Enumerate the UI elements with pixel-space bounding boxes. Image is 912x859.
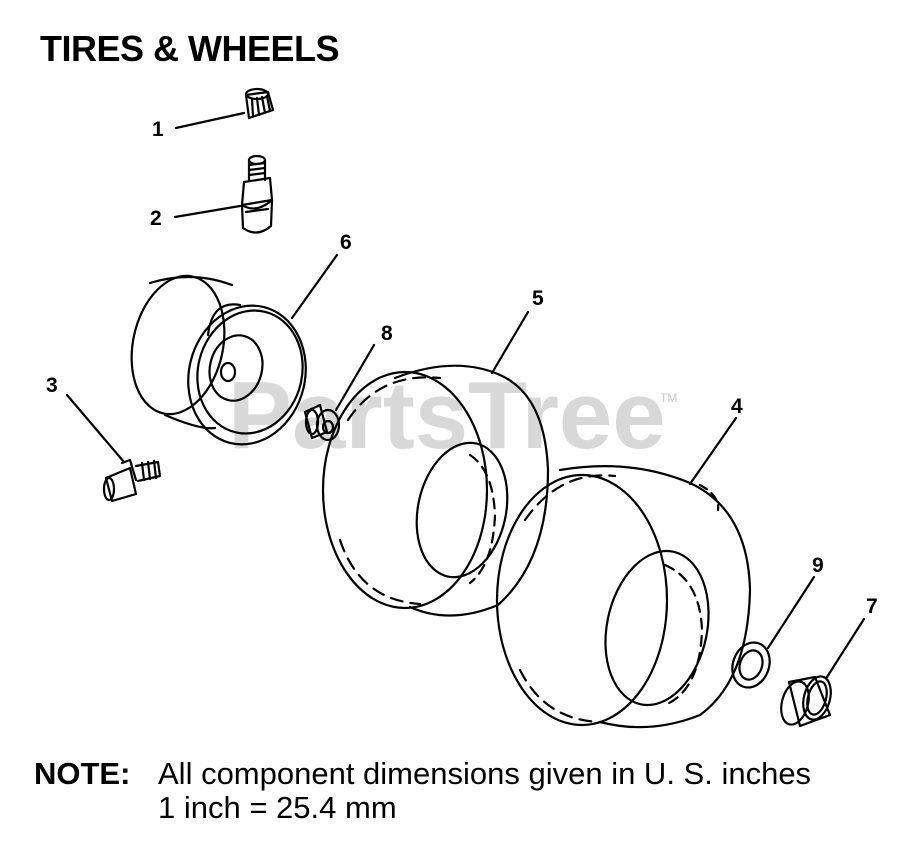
leader-3 — [65, 393, 126, 464]
callout-1: 1 — [152, 118, 164, 141]
callout-6: 6 — [340, 231, 352, 254]
leader-6 — [290, 253, 339, 320]
part-4-tire[interactable] — [495, 465, 752, 729]
note-label: NOTE: — [34, 756, 131, 791]
part-2-valve-stem[interactable] — [240, 154, 274, 234]
part-1-valve-cap[interactable] — [244, 87, 275, 120]
leader-8 — [334, 343, 376, 412]
callout-2: 2 — [150, 207, 162, 230]
part-5-tire[interactable] — [321, 364, 550, 617]
part-8-bushing[interactable] — [303, 403, 341, 442]
part-7-hub-cap[interactable] — [777, 673, 836, 728]
note-text-line-2: 1 inch = 25.4 mm — [158, 790, 397, 825]
callout-3: 3 — [46, 374, 58, 397]
diagram-title: TIRES & WHEELS — [40, 28, 340, 69]
leader-2 — [173, 204, 242, 219]
watermark-tm: TM — [660, 391, 677, 405]
leader-1 — [174, 111, 246, 130]
note-text-line-1: All component dimensions given in U. S. … — [158, 756, 812, 791]
leader-4 — [688, 416, 738, 486]
leader-5 — [490, 310, 530, 375]
part-9-washer[interactable] — [726, 637, 776, 693]
callout-9: 9 — [812, 554, 824, 577]
part-6-wheel-rim[interactable] — [119, 267, 320, 457]
part-3-grease-fitting[interactable] — [102, 458, 162, 503]
callout-5: 5 — [532, 287, 544, 310]
leader-9 — [766, 575, 816, 650]
leader-7 — [825, 617, 866, 679]
callout-8: 8 — [381, 322, 393, 345]
callout-7: 7 — [866, 595, 878, 618]
callout-4: 4 — [731, 395, 743, 418]
